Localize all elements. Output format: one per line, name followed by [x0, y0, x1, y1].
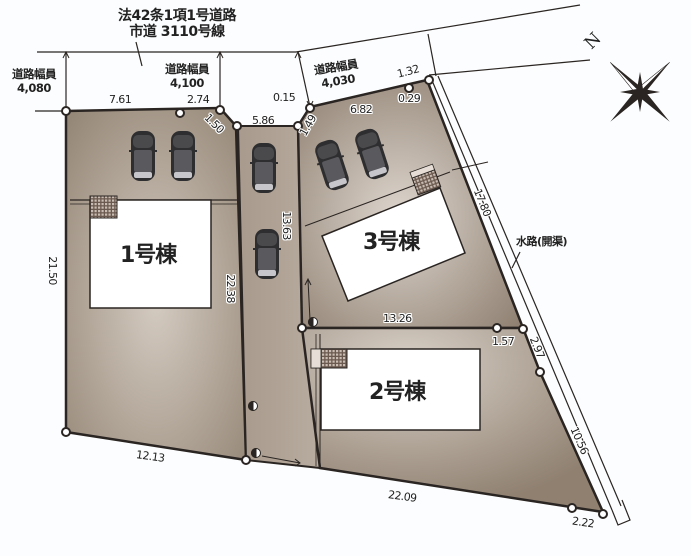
dim-bottom-lot2: 22.09 [387, 488, 418, 505]
dim-left-side: 21.50 [45, 256, 59, 285]
waterway-channel [430, 75, 631, 526]
dim-bottom-right: 2.22 [571, 514, 595, 531]
road-width-left: 道路幅員 4,080 [2, 67, 66, 95]
road-width-label: 道路幅員 [12, 67, 57, 81]
building-1-label: 1号棟 [120, 243, 177, 268]
road-designation-line1: 法42条1項1号道路 [118, 8, 236, 24]
building-3-label: 3号棟 [363, 230, 420, 255]
road-lines [35, 4, 591, 112]
building-2-label: 2号棟 [369, 380, 426, 405]
dim-lot3-bottom: 13.26 [383, 312, 412, 325]
waterway-label: 水路(開渠) [516, 235, 568, 248]
boundary-points [61, 75, 608, 519]
dim-top-gap: 0.15 [273, 91, 296, 104]
dim-top-right-b: 0.29 [398, 92, 421, 105]
dim-lot3-bottom-b: 1.57 [492, 335, 515, 348]
dim-top-lot1b: 2.74 [187, 93, 210, 106]
dim-top-lot3: 6.82 [350, 103, 373, 116]
building-3-footprint [321, 187, 466, 302]
road-width-value: 4,100 [170, 76, 204, 90]
road-designation: 法42条1項1号道路 市道 3110号線 [72, 8, 282, 40]
road-designation-line2: 市道 3110号線 [129, 24, 225, 40]
compass-rose-icon [610, 62, 670, 122]
road-width-center: 道路幅員 4,100 [155, 62, 219, 90]
road-width-value: 4,080 [17, 81, 51, 95]
dim-top-lot1: 7.61 [109, 93, 132, 106]
dim-driveway-side: 13.63 [279, 211, 293, 240]
dim-bottom-lot1: 12.13 [135, 448, 166, 465]
dim-lot1-right: 22.38 [223, 274, 237, 303]
dim-driveway-top: 5.86 [252, 114, 275, 127]
road-width-label: 道路幅員 [165, 62, 210, 76]
